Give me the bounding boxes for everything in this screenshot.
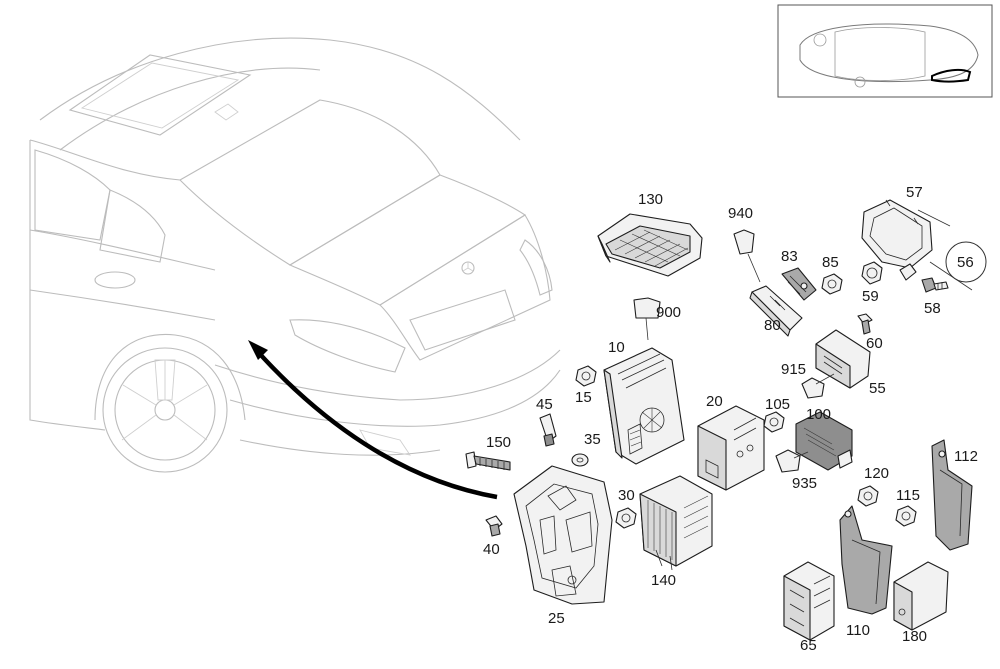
callout-56-circle — [945, 241, 987, 283]
callout-915: 915 — [781, 361, 807, 378]
callout-935: 935 — [792, 475, 818, 492]
callout-55: 55 — [869, 380, 886, 397]
part-35-washer — [571, 453, 589, 467]
callout-60: 60 — [866, 335, 883, 352]
part-20-module — [697, 405, 765, 491]
part-120-nut — [857, 485, 879, 507]
part-105-nut — [763, 411, 785, 433]
part-40-screw — [485, 515, 503, 537]
callout-10: 10 — [608, 339, 625, 356]
callout-30: 30 — [618, 487, 635, 504]
callout-105: 105 — [765, 396, 791, 413]
part-15-nut — [575, 365, 597, 387]
part-80-module — [749, 285, 803, 337]
callout-15: 15 — [575, 389, 592, 406]
callout-115: 115 — [896, 487, 920, 504]
part-150-bolt — [465, 451, 511, 471]
callout-940: 940 — [728, 205, 754, 222]
callout-20: 20 — [706, 393, 723, 410]
part-83-module — [781, 267, 817, 301]
callout-65: 65 — [800, 637, 817, 654]
callout-35: 35 — [584, 431, 601, 448]
part-110-bracket — [839, 505, 893, 615]
part-900 — [633, 297, 661, 319]
callout-900: 900 — [656, 304, 682, 321]
callout-110: 110 — [846, 622, 870, 639]
callout-180: 180 — [902, 628, 928, 645]
part-940 — [733, 229, 755, 255]
callout-80: 80 — [764, 317, 781, 334]
callout-59: 59 — [862, 288, 879, 305]
callout-112: 112 — [954, 448, 978, 465]
vehicle-thumbnail — [777, 4, 993, 98]
callout-83: 83 — [781, 248, 798, 265]
part-115-nut — [895, 505, 917, 527]
vehicle-outline — [29, 37, 561, 473]
part-10-module — [603, 347, 685, 465]
callout-85: 85 — [822, 254, 839, 271]
part-45-clip — [539, 413, 557, 447]
part-55-module — [815, 329, 871, 389]
part-65-module — [783, 561, 835, 641]
part-935 — [775, 449, 801, 473]
callout-40: 40 — [483, 541, 500, 558]
part-58-screw — [921, 277, 949, 293]
location-arrowhead — [248, 340, 268, 360]
part-60-screw — [857, 313, 873, 335]
callout-100: 100 — [806, 406, 832, 423]
part-140-module — [639, 475, 713, 571]
part-100-module — [795, 411, 853, 471]
callout-150: 150 — [486, 434, 512, 451]
part-59-nut — [861, 261, 883, 285]
callout-57: 57 — [906, 184, 923, 201]
callout-45: 45 — [536, 396, 553, 413]
part-180-module — [893, 561, 949, 631]
location-arrow — [256, 350, 498, 500]
callout-25: 25 — [548, 610, 565, 627]
callout-58: 58 — [924, 300, 941, 317]
part-130-tray — [597, 213, 703, 277]
callout-56: 56 — [957, 254, 974, 271]
callout-120: 120 — [864, 465, 890, 482]
part-30-nut — [615, 507, 637, 529]
callout-130: 130 — [638, 191, 664, 208]
part-57-bracket — [861, 199, 973, 291]
part-85-nut — [821, 273, 843, 295]
callout-140: 140 — [651, 572, 677, 589]
part-25-bracket — [513, 465, 613, 605]
part-112-bracket — [931, 439, 973, 551]
